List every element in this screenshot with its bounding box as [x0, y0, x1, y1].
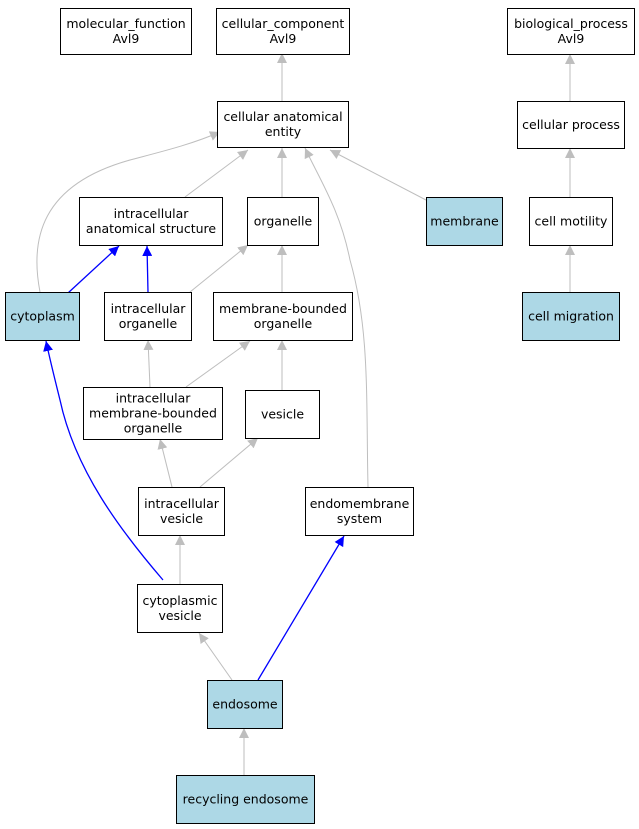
node-box-intracellular-anatomical-structure — [79, 197, 223, 246]
node-label-intracellular-vesicle-line-1: intracellular — [144, 496, 220, 511]
node-label-intracellular-anatomical-structure-line-2: anatomical structure — [86, 221, 216, 236]
node-box-cytoplasm — [5, 292, 80, 341]
node-label-intracellular-organelle-line-2: organelle — [119, 316, 178, 331]
node-label-biological-process-line-1: biological_process — [514, 16, 628, 31]
node-membrane[interactable]: membrane — [426, 197, 503, 246]
node-cellular-process[interactable]: cellular process — [517, 101, 625, 149]
edge-cytoplasmic-vesicle-to-cytoplasm — [43, 340, 164, 581]
node-box-organelle — [247, 197, 319, 246]
node-label-cellular-component-line-2: Avl9 — [270, 31, 297, 46]
node-recycling-endosome[interactable]: recycling endosome — [176, 775, 315, 824]
edge-cytoplasm-to-cellular-anatomical-entity — [36, 131, 221, 293]
edge-membrane-to-cellular-anatomical-entity — [329, 149, 427, 201]
node-box-intracellular-organelle — [104, 292, 192, 341]
node-label-cell-motility-line-1: cell motility — [535, 214, 609, 229]
node-label-cellular-anatomical-entity-line-1: cellular anatomical — [223, 109, 342, 124]
node-label-intracellular-membrane-bounded-organelle-line-2: membrane-bounded — [89, 406, 217, 421]
node-cell-motility[interactable]: cell motility — [529, 197, 613, 246]
node-label-biological-process-line-2: Avl9 — [558, 31, 585, 46]
node-box-membrane — [426, 197, 503, 246]
node-box-endomembrane-system — [305, 487, 414, 536]
node-box-cytoplasmic-vesicle — [137, 584, 223, 633]
node-label-recycling-endosome-line-1: recycling endosome — [183, 792, 309, 807]
edge-intracellular-membrane-bounded-organelle-to-intracellular-organelle — [143, 339, 154, 388]
node-label-organelle-line-1: organelle — [254, 214, 313, 229]
node-label-cell-migration-line-1: cell migration — [528, 309, 614, 324]
edges-layer — [36, 53, 575, 775]
node-label-intracellular-vesicle-line-2: vesicle — [160, 511, 203, 526]
edge-intracellular-vesicle-to-intracellular-membrane-bounded-organelle — [157, 438, 173, 488]
edge-intracellular-membrane-bounded-organelle-to-membrane-bounded-organelle — [185, 340, 251, 388]
edge-endosome-to-cytoplasmic-vesicle — [198, 632, 233, 681]
node-box-cell-motility — [529, 197, 613, 246]
node-label-vesicle-line-1: vesicle — [261, 407, 304, 422]
node-box-intracellular-membrane-bounded-organelle — [83, 387, 223, 440]
nodes-layer: molecular_functionAvl9cellular_component… — [5, 8, 635, 824]
node-label-molecular-function-line-2: Avl9 — [113, 31, 140, 46]
node-label-molecular-function-line-1: molecular_function — [66, 16, 185, 31]
node-box-cellular-anatomical-entity — [217, 101, 349, 148]
node-box-recycling-endosome — [176, 775, 315, 824]
node-box-intracellular-vesicle — [138, 487, 225, 536]
node-box-biological-process — [507, 8, 635, 55]
edge-endomembrane-system-to-cellular-anatomical-entity — [304, 147, 369, 488]
node-label-membrane-bounded-organelle-line-2: organelle — [254, 316, 313, 331]
node-endosome[interactable]: endosome — [207, 680, 283, 729]
node-label-cytoplasmic-vesicle-line-2: vesicle — [158, 608, 201, 623]
node-label-intracellular-anatomical-structure-line-1: intracellular — [114, 206, 190, 221]
node-label-intracellular-membrane-bounded-organelle-line-1: intracellular — [116, 391, 192, 406]
node-label-cellular-process-line-1: cellular process — [522, 117, 620, 132]
node-label-cytoplasm-line-1: cytoplasm — [10, 309, 75, 324]
node-label-cellular-component-line-1: cellular_component — [222, 16, 345, 31]
node-label-membrane-line-1: membrane — [430, 214, 499, 229]
edge-intracellular-organelle-to-organelle — [189, 244, 249, 293]
edge-intracellular-anatomical-structure-to-cellular-anatomical-entity — [184, 149, 249, 198]
edge-endosome-to-endomembrane-system — [257, 535, 345, 681]
node-vesicle[interactable]: vesicle — [245, 390, 320, 439]
node-box-endosome — [207, 680, 283, 729]
node-label-endomembrane-system-line-2: system — [337, 511, 382, 526]
node-box-vesicle — [245, 390, 320, 439]
node-box-cell-migration — [522, 292, 620, 341]
node-label-endomembrane-system-line-1: endomembrane — [310, 496, 410, 511]
node-box-membrane-bounded-organelle — [213, 292, 353, 341]
node-label-intracellular-membrane-bounded-organelle-line-3: organelle — [124, 421, 183, 436]
node-cell-migration[interactable]: cell migration — [522, 292, 620, 341]
node-box-cellular-process — [517, 101, 625, 149]
node-organelle[interactable]: organelle — [247, 197, 319, 246]
node-label-intracellular-organelle-line-1: intracellular — [111, 301, 187, 316]
edge-intracellular-vesicle-to-vesicle — [199, 437, 259, 488]
node-label-endosome-line-1: endosome — [212, 697, 278, 712]
node-label-membrane-bounded-organelle-line-1: membrane-bounded — [219, 301, 347, 316]
edge-intracellular-organelle-to-intracellular-anatomical-structure — [142, 245, 153, 293]
edge-cytoplasm-to-intracellular-anatomical-structure — [67, 245, 120, 294]
node-box-cellular-component — [216, 8, 350, 55]
node-box-molecular-function — [60, 8, 192, 55]
node-cytoplasm[interactable]: cytoplasm — [5, 292, 80, 341]
node-label-cytoplasmic-vesicle-line-1: cytoplasmic — [143, 593, 218, 608]
node-label-cellular-anatomical-entity-line-2: entity — [265, 124, 302, 139]
